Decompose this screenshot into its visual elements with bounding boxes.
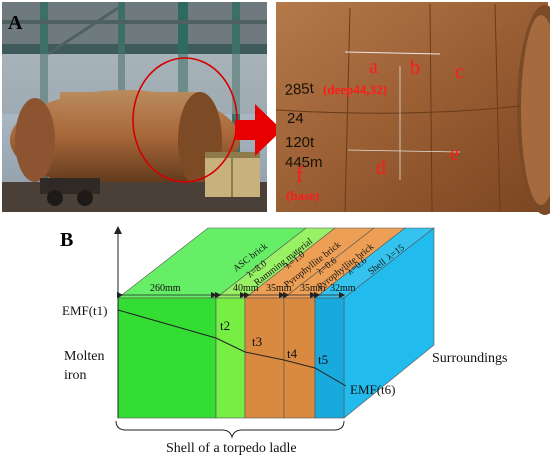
thickness-pyrophyllite-1: 35mm: [266, 283, 292, 294]
torpedo-ladle-caption: Shell of a torpedo ladle: [166, 441, 297, 456]
ladle-photo-right: [275, 2, 550, 215]
bottom-brace: [115, 420, 345, 439]
thickness-pyrophyllite-2: 35mm: [300, 283, 326, 294]
temp-t6: EMF(t6): [350, 382, 396, 397]
layer-pyrophyllite-1-front: [244, 297, 285, 419]
marker-c: c: [455, 61, 464, 83]
marker-e: e: [450, 143, 459, 165]
panel-b: B ASC brick λ=8.0 Ramming material λ=1.0…: [60, 226, 507, 456]
marker-f: f: [296, 162, 304, 187]
ladle-photo-left: [2, 2, 267, 212]
panel-a: A 285t 24 120t 445m a (deep44,32): [2, 2, 550, 215]
painted-text-2: 24: [287, 110, 304, 127]
marker-d: d: [376, 157, 386, 179]
temp-t1: EMF(t1): [62, 303, 108, 318]
thickness-shell: 32mm: [330, 283, 356, 294]
painted-text-1: 285t: [284, 80, 315, 99]
surroundings-label: Surroundings: [432, 351, 507, 366]
marker-b: b: [410, 57, 420, 79]
marker-a: a: [369, 56, 378, 78]
molten-iron-line-1: Molten: [64, 349, 104, 364]
layer-asc-brick-front: [117, 297, 217, 419]
painted-text-3: 120t: [285, 134, 315, 151]
layer-shell-front: [314, 297, 345, 419]
molten-iron-line-2: iron: [64, 368, 87, 383]
panel-b-label: B: [60, 229, 73, 251]
temp-t3: t3: [252, 334, 262, 349]
marker-a-note: (deep44,32): [323, 82, 387, 97]
zoom-arrow: [235, 104, 282, 156]
temp-t5: t5: [318, 352, 328, 367]
molten-iron-label: Molten iron: [64, 349, 108, 383]
temp-t4: t4: [287, 346, 298, 361]
panel-a-label: A: [8, 12, 23, 34]
layer-ramming-front: [215, 297, 246, 419]
temperature-profile: [117, 309, 347, 387]
painted-text-4: 445m: [285, 154, 323, 171]
marker-f-note: (base): [286, 188, 319, 203]
temp-t2: t2: [220, 318, 230, 333]
thickness-ramming: 40mm: [233, 283, 259, 294]
layer-pyrophyllite-2-front: [283, 297, 316, 419]
thickness-asc-brick: 260mm: [150, 283, 181, 294]
